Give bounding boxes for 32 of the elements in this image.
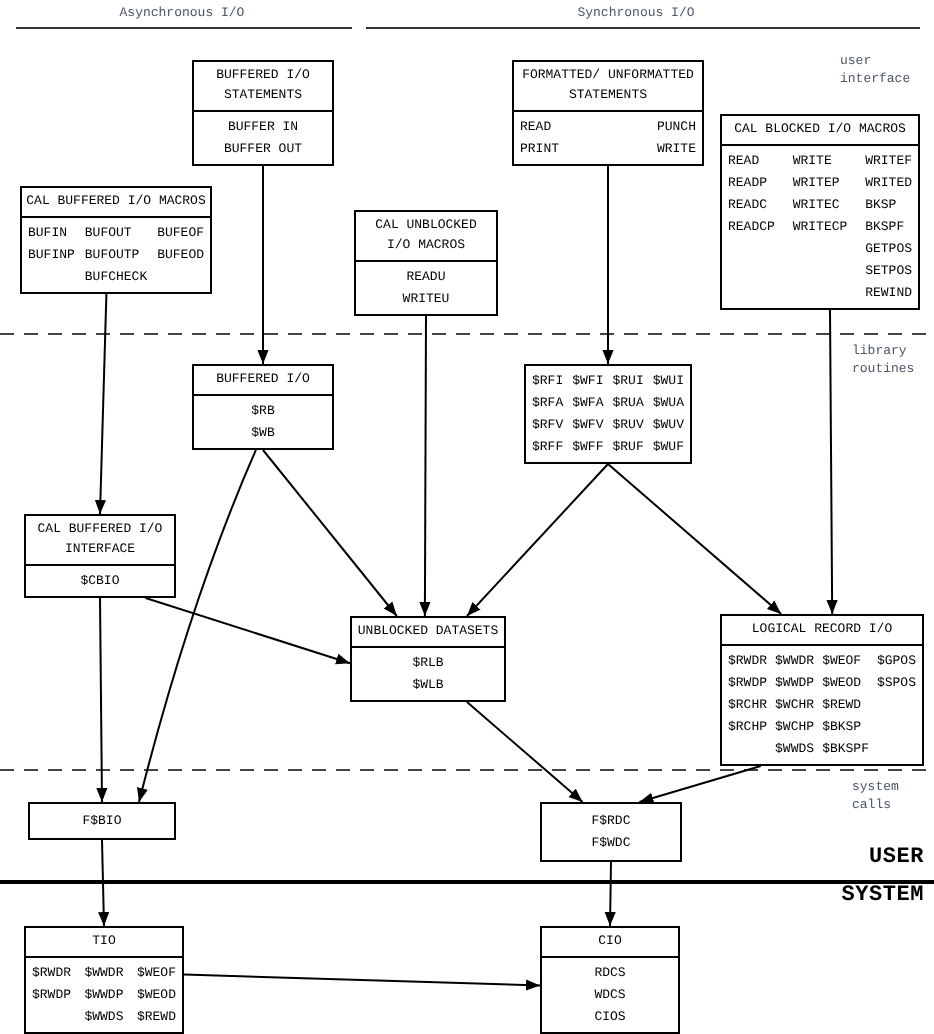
routine-box xyxy=(524,364,692,464)
routine-box xyxy=(24,926,184,1034)
arrow xyxy=(98,839,110,927)
arrow xyxy=(257,165,269,365)
arrow xyxy=(466,463,609,617)
routine-box xyxy=(540,802,682,862)
region-label: SYSTEM xyxy=(839,888,924,906)
arrow xyxy=(183,973,541,991)
arrow xyxy=(604,861,616,927)
routine-box xyxy=(350,616,506,702)
routine-box xyxy=(24,514,176,598)
region-label: USER xyxy=(866,850,924,868)
arrow xyxy=(96,597,108,803)
routine-box xyxy=(354,210,498,316)
arrow xyxy=(144,597,351,665)
arrow xyxy=(262,449,398,617)
routine-box xyxy=(512,60,704,166)
routine-box xyxy=(20,186,212,294)
arrow xyxy=(419,315,431,617)
arrow xyxy=(826,309,838,615)
arrow xyxy=(137,449,257,803)
routine-box xyxy=(192,60,334,166)
arrow xyxy=(602,165,614,365)
routine-box xyxy=(540,926,680,1034)
arrow xyxy=(638,765,762,804)
routine-box xyxy=(192,364,334,450)
arrow xyxy=(94,293,108,515)
arrow xyxy=(466,701,584,803)
routine-box xyxy=(720,614,924,766)
arrow xyxy=(607,463,783,615)
routine-box xyxy=(28,802,176,840)
routine-box xyxy=(720,114,920,310)
